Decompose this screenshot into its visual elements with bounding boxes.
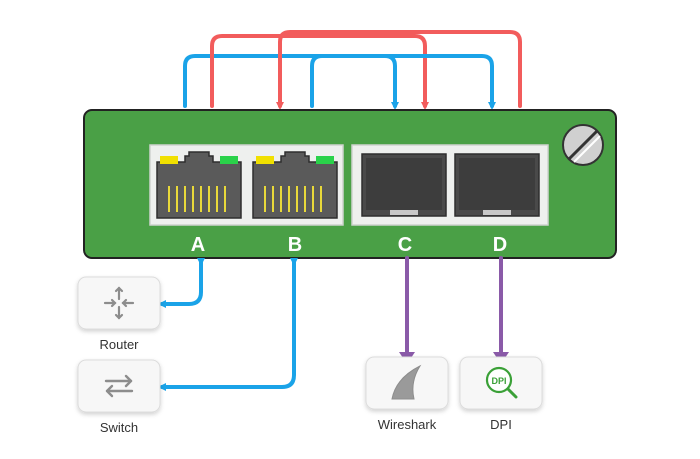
link-b-switch: [158, 258, 298, 391]
led-yellow: [160, 156, 178, 164]
dpi-magnifier-icon: DPI: [485, 366, 518, 399]
dpi-badge-text: DPI: [491, 376, 506, 386]
wireshark-device[interactable]: [365, 356, 449, 410]
wireshark-label: Wireshark: [378, 417, 437, 432]
led-green: [316, 156, 334, 164]
loop-blue-a-c: [183, 54, 399, 110]
sfp-port-c[interactable]: [361, 153, 447, 217]
port-label-b: B: [288, 234, 302, 256]
rj45-port-b[interactable]: [252, 151, 338, 219]
loop-red-b-d: [276, 30, 522, 110]
shark-fin-icon: [391, 364, 422, 400]
traffic-loops: [183, 30, 522, 110]
rj45-port-a[interactable]: [156, 151, 242, 219]
led-yellow: [256, 156, 274, 164]
dpi-label: DPI: [490, 417, 512, 432]
port-label-a: A: [191, 234, 205, 256]
dpi-device[interactable]: DPI: [459, 356, 543, 410]
loop-red-a-c: [210, 34, 429, 110]
loop-blue-b-d: [310, 54, 496, 110]
screw-icon: [562, 124, 604, 166]
sfp-port-d[interactable]: [454, 153, 540, 217]
router-icon: [103, 286, 135, 320]
router-label: Router: [99, 337, 139, 352]
router-device[interactable]: [77, 276, 161, 330]
switch-label: Switch: [100, 420, 138, 435]
switch-icon: [104, 374, 134, 398]
link-a-router: [158, 258, 205, 308]
port-label-d: D: [493, 234, 507, 256]
switch-device[interactable]: [77, 359, 161, 413]
port-label-c: C: [398, 234, 412, 256]
led-green: [220, 156, 238, 164]
